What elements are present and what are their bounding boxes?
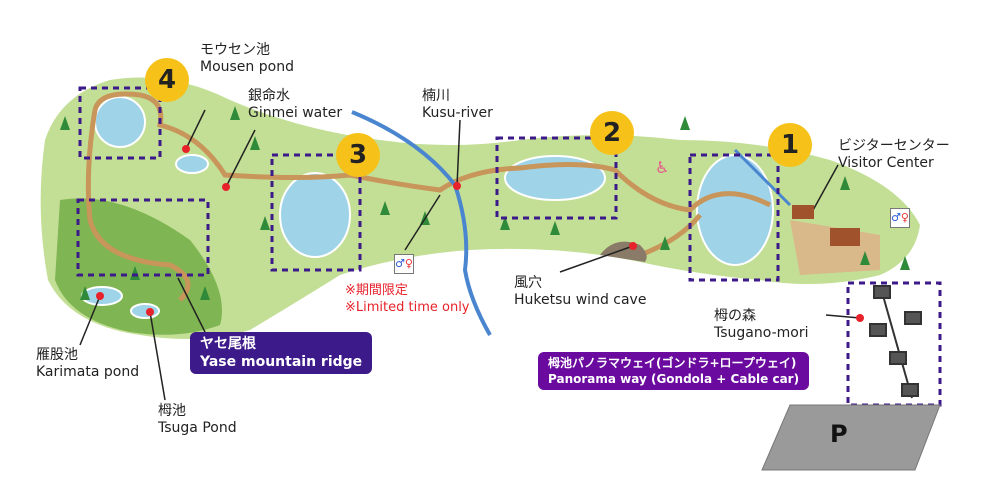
tsugamori-ja: 栂の森 (714, 308, 756, 324)
point-4-badge: 4 (145, 58, 189, 102)
land-area (40, 77, 921, 339)
tsuga-en: Tsuga Pond (158, 420, 237, 436)
notice-ja: ※期間限定 (345, 283, 408, 298)
huketsu-ja: 風穴 (514, 275, 542, 291)
visitor-en: Visitor Center (838, 155, 934, 171)
panorama-en: Panorama way (Gondola + Cable car) (548, 372, 800, 386)
karimata-en: Karimata pond (36, 364, 140, 380)
parking-label: P (830, 420, 848, 448)
buildings (792, 205, 860, 246)
karimata-ja: 雁股池 (36, 347, 78, 363)
ginmei-ja: 銀命水 (248, 88, 290, 104)
restroom-icon: ♂♀ (890, 208, 910, 228)
point-2-badge: 2 (590, 111, 634, 155)
panorama-ja: 栂池パノラマウェイ(ゴンドラ+ロープウェイ) (548, 356, 797, 370)
parking-lot (761, 404, 941, 471)
trails (85, 91, 772, 302)
gondola-line (869, 285, 922, 399)
kusu-river (351, 110, 492, 336)
point-3-badge: 3 (336, 133, 380, 177)
tsuga-ja: 栂池 (158, 403, 186, 419)
mousen-en: Mousen pond (200, 59, 294, 75)
leader-lines (79, 109, 861, 401)
notice-en: ※Limited time only (345, 300, 470, 315)
restroom-icon: ♂♀ (394, 254, 414, 274)
limited-time-notice: ※期間限定 ※Limited time only (345, 282, 470, 316)
ginmei-en: Ginmei water (248, 105, 343, 121)
visitor-ja: ビジターセンター (838, 138, 950, 154)
location-markers (96, 145, 864, 322)
kusu-ja: 楠川 (422, 88, 450, 104)
yase-ridge-label: ヤセ尾根 Yase mountain ridge (190, 332, 373, 374)
mousen-ja: モウセン池 (200, 42, 270, 58)
wheelchair-icon: ♿ (655, 158, 670, 177)
yase-en: Yase mountain ridge (200, 354, 363, 370)
tsugamori-en: Tsugano-mori (714, 325, 809, 341)
point-1-badge: 1 (768, 123, 812, 167)
kusu-en: Kusu-river (422, 105, 493, 121)
panorama-way-label: 栂池パノラマウェイ(ゴンドラ+ロープウェイ) Panorama way (Gond… (538, 352, 810, 390)
yase-ja: ヤセ尾根 (200, 336, 256, 352)
point-boxes (76, 86, 942, 407)
huketsu-en: Huketsu wind cave (514, 292, 647, 308)
